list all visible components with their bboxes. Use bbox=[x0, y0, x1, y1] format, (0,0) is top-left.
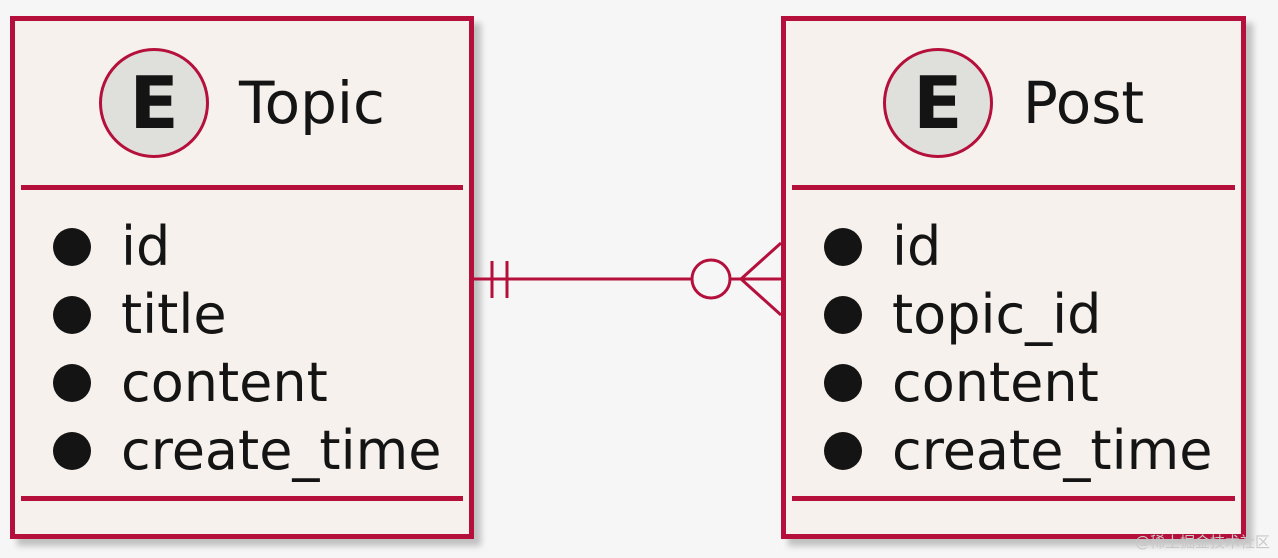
entity-badge-icon: E bbox=[882, 48, 993, 158]
mandatory-bullet-icon bbox=[824, 296, 862, 334]
attribute-label: id bbox=[892, 215, 942, 278]
mandatory-bullet-icon bbox=[53, 228, 91, 266]
attribute-label: create_time bbox=[892, 419, 1213, 482]
entity-post[interactable]: E Post id topic_id content create_time bbox=[781, 16, 1246, 539]
crows-foot-icon bbox=[738, 241, 783, 317]
attribute-row: create_time bbox=[53, 417, 441, 485]
entity-name: Post bbox=[1022, 69, 1145, 137]
attribute-row: title bbox=[53, 281, 441, 349]
attribute-row: create_time bbox=[824, 417, 1212, 485]
attribute-label: create_time bbox=[121, 419, 442, 482]
mandatory-bullet-icon bbox=[53, 432, 91, 470]
attribute-row: id bbox=[824, 213, 1212, 281]
mandatory-bullet-icon bbox=[824, 432, 862, 470]
attribute-list: id title content create_time bbox=[53, 213, 441, 485]
mandatory-bullet-icon bbox=[53, 364, 91, 402]
mandatory-bullet-icon bbox=[824, 228, 862, 266]
attribute-label: title bbox=[121, 283, 227, 346]
watermark: @稀土掘金技术社区 bbox=[1134, 533, 1270, 551]
attribute-label: topic_id bbox=[892, 283, 1102, 346]
mandatory-bullet-icon bbox=[824, 364, 862, 402]
attribute-row: topic_id bbox=[824, 281, 1212, 349]
attribute-row: content bbox=[53, 349, 441, 417]
methods-divider bbox=[21, 496, 463, 501]
attribute-label: id bbox=[121, 215, 171, 278]
attribute-row: id bbox=[53, 213, 441, 281]
header-divider bbox=[21, 185, 463, 190]
attribute-label: content bbox=[121, 351, 328, 414]
attribute-list: id topic_id content create_time bbox=[824, 213, 1212, 485]
attribute-label: content bbox=[892, 351, 1099, 414]
entity-badge-icon: E bbox=[99, 48, 210, 158]
methods-divider bbox=[792, 496, 1235, 501]
entity-name: Topic bbox=[239, 69, 385, 137]
mandatory-bullet-icon bbox=[53, 296, 91, 334]
entity-header: E Post bbox=[786, 21, 1241, 185]
header-divider bbox=[792, 185, 1235, 190]
zero-circle-icon bbox=[690, 258, 732, 300]
entity-header: E Topic bbox=[15, 21, 469, 185]
attribute-row: content bbox=[824, 349, 1212, 417]
entity-topic[interactable]: E Topic id title content create_time bbox=[10, 16, 474, 539]
